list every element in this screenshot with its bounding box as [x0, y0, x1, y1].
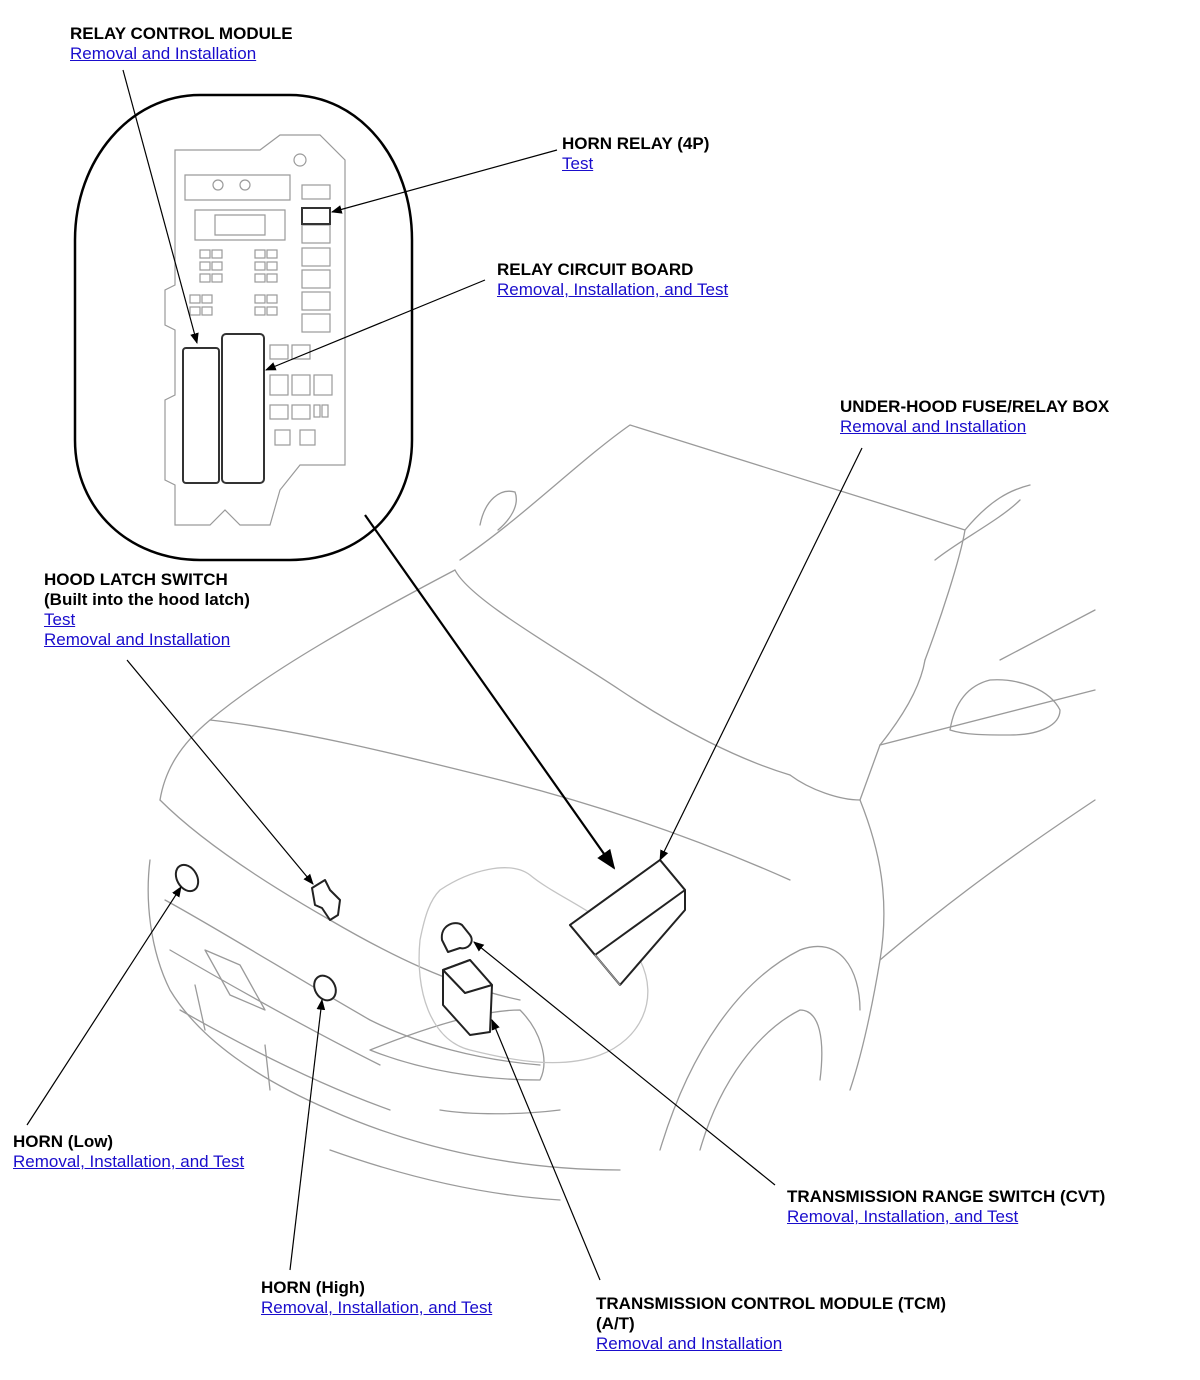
relay-circuit-board-title: RELAY CIRCUIT BOARD — [497, 260, 694, 279]
hood-latch-switch-subtitle: (Built into the hood latch) — [44, 590, 250, 609]
horn-relay-shape — [301, 207, 331, 225]
fuse-box-detail-view — [73, 93, 414, 562]
relay-circuit-board-link[interactable]: Removal, Installation, and Test — [497, 280, 729, 299]
callout-transmission-range-switch: TRANSMISSION RANGE SWITCH (CVT) Removal,… — [787, 1187, 1105, 1227]
horn-high-link[interactable]: Removal, Installation, and Test — [261, 1298, 493, 1317]
hood-latch-switch-test-link[interactable]: Test — [44, 610, 76, 629]
relay-control-module-removal-link[interactable]: Removal and Installation — [70, 44, 257, 63]
horn-low-title: HORN (Low) — [13, 1132, 114, 1151]
tcm-title: TRANSMISSION CONTROL MODULE (TCM) — [596, 1294, 947, 1313]
tcm-removal-link[interactable]: Removal and Installation — [596, 1334, 783, 1353]
callout-relay-control-module: RELAY CONTROL MODULE Removal and Install… — [70, 24, 293, 64]
callout-horn-high: HORN (High) Removal, Installation, and T… — [261, 1278, 492, 1318]
transmission-range-switch-title: TRANSMISSION RANGE SWITCH (CVT) — [787, 1187, 1106, 1206]
relay-control-module-shape — [182, 347, 220, 484]
horn-low-shape — [174, 863, 200, 893]
hood-latch-switch-removal-link[interactable]: Removal and Installation — [44, 630, 231, 649]
callout-tcm: TRANSMISSION CONTROL MODULE (TCM) (A/T) … — [596, 1294, 946, 1354]
horn-low-link[interactable]: Removal, Installation, and Test — [13, 1152, 245, 1171]
under-hood-fuse-box-title: UNDER-HOOD FUSE/RELAY BOX — [840, 397, 1110, 416]
under-hood-fuse-box-link[interactable]: Removal and Installation — [840, 417, 1027, 436]
horn-high-title: HORN (High) — [261, 1278, 365, 1297]
horn-high-shape — [313, 974, 337, 1002]
relay-circuit-board-shape — [221, 333, 265, 484]
horn-relay-test-link[interactable]: Test — [562, 154, 594, 173]
hood-latch-shape — [311, 879, 341, 921]
callout-horn-low: HORN (Low) Removal, Installation, and Te… — [13, 1132, 244, 1172]
callout-relay-circuit-board: RELAY CIRCUIT BOARD Removal, Installatio… — [497, 260, 728, 300]
leader-lines — [26, 69, 863, 1281]
callout-horn-relay: HORN RELAY (4P) Test — [562, 134, 709, 174]
horn-relay-title: HORN RELAY (4P) — [562, 134, 710, 153]
transmission-range-switch-shape — [440, 922, 473, 953]
tcm-subtitle: (A/T) — [596, 1314, 635, 1333]
callout-hood-latch-switch: HOOD LATCH SWITCH (Built into the hood l… — [44, 570, 250, 650]
components — [174, 859, 686, 1036]
transmission-range-switch-link[interactable]: Removal, Installation, and Test — [787, 1207, 1019, 1226]
hood-latch-switch-title: HOOD LATCH SWITCH — [44, 570, 228, 589]
callout-under-hood-fuse-box: UNDER-HOOD FUSE/RELAY BOX Removal and In… — [840, 397, 1109, 437]
relay-control-module-title: RELAY CONTROL MODULE — [70, 24, 293, 43]
